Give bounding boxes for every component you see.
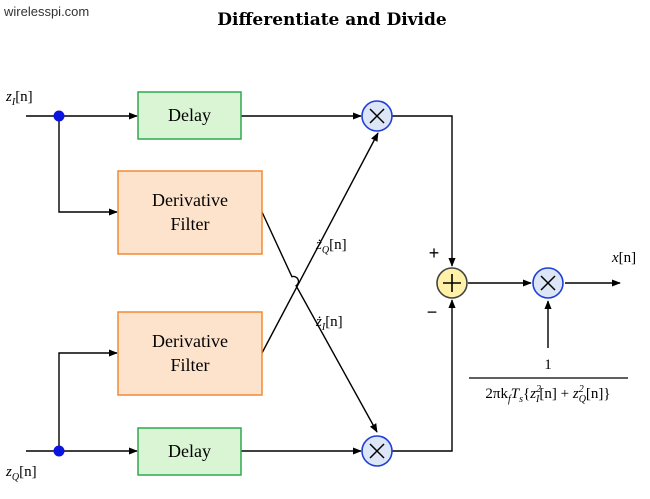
label-zi-dot: żI[n] — [315, 314, 343, 333]
multiplier-bottom — [361, 435, 393, 467]
multiplier-output — [532, 267, 564, 299]
derivative-filter-block-top: Derivative Filter — [117, 170, 263, 255]
derivative-filter-block-bottom: Derivative Filter — [117, 311, 263, 396]
wire-mult-top-to-adder — [392, 115, 456, 267]
label-zi-input: zI[n] — [5, 89, 33, 108]
wire-mult-bottom-to-adder — [392, 299, 456, 452]
multiplier-top — [361, 100, 393, 132]
delay-block-top-label: Delay — [168, 105, 211, 125]
label-zq-dot: żQ[n] — [315, 237, 347, 256]
wire-zq-to-deriv-bottom — [58, 349, 118, 451]
wire-zq-dot-to-mult-top — [261, 132, 379, 354]
delay-block-top: Delay — [137, 91, 242, 140]
derivative-filter-top-line2: Filter — [171, 214, 210, 234]
label-zq-input: zQ[n] — [5, 464, 37, 483]
adder-plus-sign: + — [429, 243, 440, 263]
wire-zi-dot-to-mult-bottom — [261, 211, 378, 433]
branch-node-bottom — [53, 445, 65, 457]
adder — [436, 267, 468, 299]
derivative-filter-bottom-line2: Filter — [171, 355, 210, 375]
label-output: x[n] — [611, 250, 636, 266]
watermark: wirelesspi.com — [3, 4, 89, 19]
delay-block-bottom: Delay — [137, 427, 242, 476]
adder-minus-sign: − — [427, 302, 438, 322]
derivative-filter-bottom-line1: Derivative — [152, 331, 228, 351]
wire-zi-to-deriv-top — [58, 116, 118, 216]
scale-numerator: 1 — [544, 357, 552, 373]
delay-block-bottom-label: Delay — [168, 441, 211, 461]
branch-node-top — [53, 110, 65, 122]
derivative-filter-top-line1: Derivative — [152, 190, 228, 210]
diagram-title: Differentiate and Divide — [217, 10, 447, 30]
